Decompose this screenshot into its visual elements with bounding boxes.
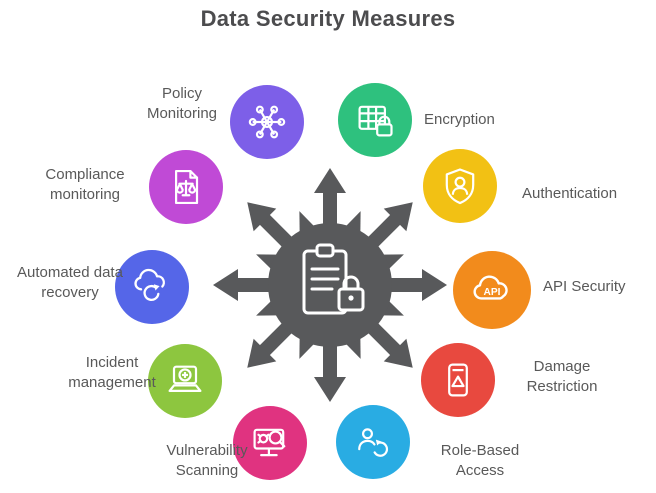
label-damage-restriction: Damage Restriction: [526, 358, 598, 395]
node-policy-monitoring: [230, 85, 304, 159]
laptop-medical-icon: [168, 365, 202, 392]
users-sync-icon: [358, 428, 389, 457]
policy-monitoring-circle: [230, 85, 304, 159]
label-policy-monitoring: Policy Monitoring: [146, 85, 218, 122]
automated-data-recovery-circle: [115, 250, 189, 324]
label-encryption: Encryption: [424, 111, 495, 128]
label-incident-management: Incident management: [68, 354, 156, 391]
label-role-based-access: Role-Based Access: [440, 442, 520, 479]
network-share-icon: [248, 105, 286, 139]
document-scales-icon: [175, 169, 199, 205]
clipboard-lock-icon: [213, 168, 447, 402]
label-automated-data-recovery: Automated data recovery: [17, 264, 123, 301]
node-encryption: [338, 83, 412, 157]
label-authentication: Authentication: [522, 185, 618, 202]
authentication-circle: [423, 149, 497, 223]
node-authentication: [423, 149, 497, 223]
incident-management-circle: [148, 344, 222, 418]
cloud-api-icon: API: [473, 275, 508, 300]
label-api-security: API Security: [543, 278, 626, 295]
bug-scan-icon: [253, 428, 286, 457]
node-incident-management: [148, 344, 222, 418]
vulnerability-scanning-circle: [233, 406, 307, 480]
node-automated-data-recovery: [115, 250, 189, 324]
node-vulnerability-scanning: [233, 406, 307, 480]
label-vulnerability-scanning: Vulnerability Scanning: [166, 442, 248, 479]
shield-user-icon: [445, 168, 475, 205]
label-compliance-monitoring: Compliance monitoring: [45, 166, 125, 203]
compliance-monitoring-circle: [149, 150, 223, 224]
svg-text:API: API: [484, 287, 501, 298]
node-role-based-access: [336, 405, 410, 479]
node-api-security: API: [453, 251, 531, 329]
node-compliance-monitoring: [149, 150, 223, 224]
encryption-circle: [338, 83, 412, 157]
node-damage-restriction: [421, 343, 495, 417]
role-based-access-circle: [336, 405, 410, 479]
page-title: Data Security Measures: [200, 6, 456, 31]
damage-restriction-circle: [421, 343, 495, 417]
cloud-sync-icon: [134, 268, 165, 301]
api-security-circle: API: [453, 251, 531, 329]
table-lock-icon: [358, 105, 393, 137]
disposal-door-icon: [448, 363, 468, 397]
